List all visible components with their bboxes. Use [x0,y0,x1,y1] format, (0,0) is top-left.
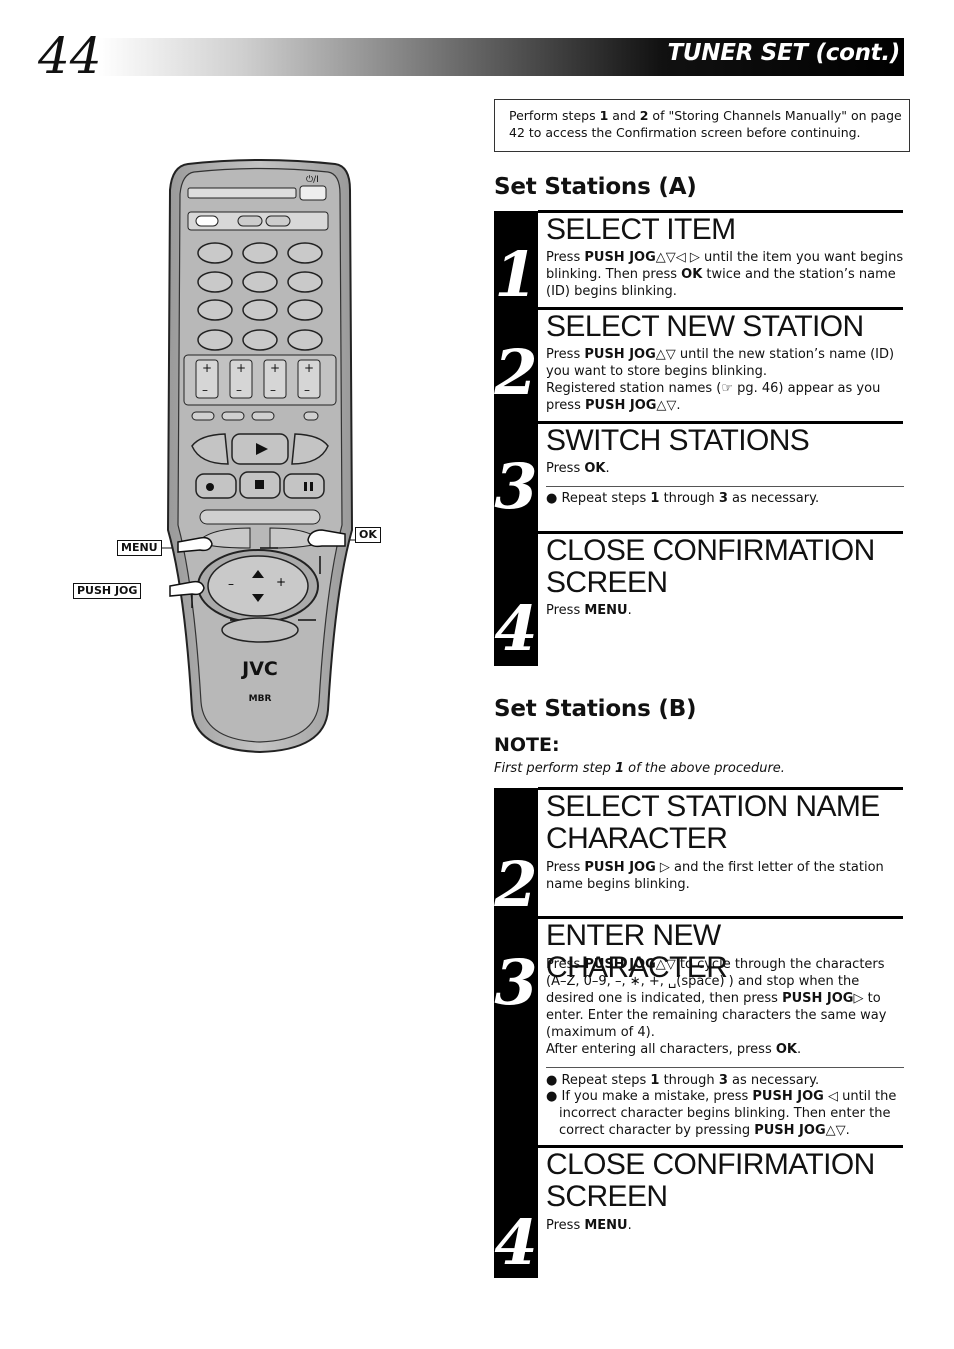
hand-pointer-icon [177,536,213,553]
bullet-divider [546,486,904,487]
step-number: 4 [494,592,538,665]
step-divider [538,210,903,213]
remote-control-drawing: ⏻/I + + + + – – – – – + [144,159,356,754]
step-body: Press OK. [546,461,610,476]
remote-illustration: ⏻/I + + + + – – – – – + [60,150,440,770]
svg-text:+: + [202,361,212,375]
step-divider [538,307,903,310]
step-number: 4 [494,1206,538,1279]
svg-text:–: – [270,383,276,397]
step-number: 1 [494,238,538,311]
ok-callout: OK [355,527,381,543]
step-title: CLOSE CONFIRMATION SCREEN [546,1148,875,1213]
bullet-note: ● Repeat steps 1 through 3 as necessary. [546,1073,820,1088]
bullet-divider [546,1067,904,1068]
step-title: ENTER NEW CHARACTER [546,919,728,984]
step-title: CLOSE CONFIRMATION SCREEN [546,534,875,599]
step-number: 3 [494,450,538,523]
svg-text:+: + [304,361,314,375]
note-heading: NOTE: [494,734,560,756]
mbr-logo: MBR [249,694,272,704]
step-divider [538,916,903,919]
bullet-note: ● Repeat steps 1 through 3 as necessary. [546,491,820,506]
intro-note: Perform steps 1 and 2 of "Storing Channe… [494,99,910,152]
push-jog-callout: PUSH JOG [73,583,142,599]
step-body: Press PUSH JOG△▽ to cycle through the ch… [546,957,887,1057]
step-number: 2 [494,848,538,921]
step-body: Press PUSH JOG ▷ and the first letter of… [546,860,884,892]
step-divider [538,531,903,534]
svg-text:–: – [304,383,310,397]
step-body: Press MENU. [546,603,632,618]
step-title: SWITCH STATIONS [546,424,810,457]
step-title: SELECT STATION NAME CHARACTER [546,790,880,855]
step-divider [538,421,903,424]
svg-text:–: – [236,383,242,397]
hand-pointer-icon [169,580,205,597]
page-title: TUNER SET (cont.) [667,40,901,66]
step-title: SELECT NEW STATION [546,310,864,343]
svg-text:⏻/I: ⏻/I [306,174,319,185]
svg-text:–: – [228,577,234,591]
step-divider [538,1145,903,1148]
step-number: 3 [494,946,538,1019]
note-text: First perform step 1 of the above proced… [494,761,785,776]
section-b-number-column [494,788,538,1278]
step-number: 2 [494,336,538,409]
step-body: Press PUSH JOG△▽ until the new station’s… [546,347,895,413]
svg-text:+: + [276,575,286,589]
step-divider [538,787,903,790]
svg-text:+: + [270,361,280,375]
svg-text:+: + [236,361,246,375]
menu-callout: MENU [117,540,162,556]
jvc-logo: JVC [240,658,278,680]
section-b-heading: Set Stations (B) [494,696,697,722]
page-number: 44 [38,27,102,85]
step-title: SELECT ITEM [546,213,736,246]
step-body: Press MENU. [546,1218,632,1233]
section-a-number-column [494,211,538,666]
hand-pointer-icon [307,529,346,548]
bullet-note: ● If you make a mistake, press PUSH JOG … [546,1089,897,1138]
section-a-heading: Set Stations (A) [494,174,697,200]
step-body: Press PUSH JOG△▽◁ ▷ until the item you w… [546,250,904,299]
header-bar [98,38,904,76]
svg-text:–: – [202,383,208,397]
